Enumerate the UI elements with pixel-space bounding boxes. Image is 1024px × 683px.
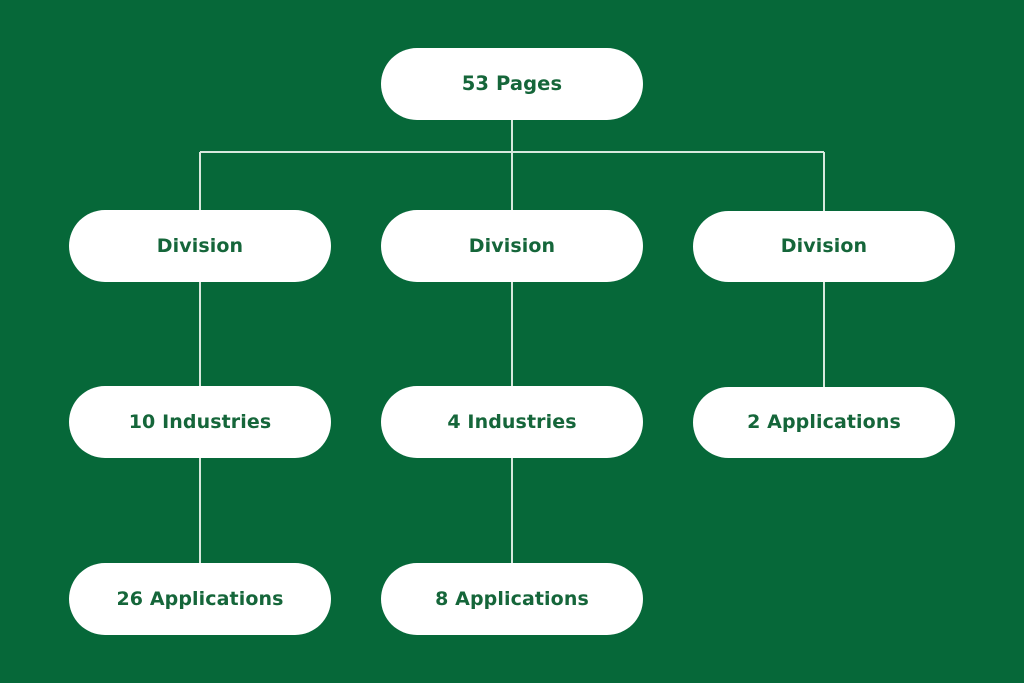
- node-industries-2-label: 4 Industries: [447, 410, 577, 433]
- node-division-3-label: Division: [780, 235, 868, 257]
- node-root-label: 53 Pages: [461, 72, 563, 96]
- node-applications-3[interactable]: 2 Applications: [693, 387, 955, 458]
- node-applications-2[interactable]: 8 Applications: [381, 563, 643, 635]
- node-division-1-label: Division: [156, 234, 244, 257]
- node-applications-1[interactable]: 26 Applications: [69, 563, 331, 635]
- node-root[interactable]: 53 Pages: [381, 48, 643, 120]
- node-industries-1[interactable]: 10 Industries: [69, 386, 331, 458]
- node-applications-2-label: 8 Applications: [435, 587, 589, 610]
- node-applications-1-label: 26 Applications: [116, 587, 284, 610]
- node-industries-1-label: 10 Industries: [128, 410, 272, 433]
- node-division-3[interactable]: Division: [693, 211, 955, 282]
- node-division-2[interactable]: Division: [381, 210, 643, 282]
- node-industries-2[interactable]: 4 Industries: [381, 386, 643, 458]
- node-division-1[interactable]: Division: [69, 210, 331, 282]
- node-division-2-label: Division: [468, 234, 556, 257]
- node-applications-3-label: 2 Applications: [747, 411, 901, 433]
